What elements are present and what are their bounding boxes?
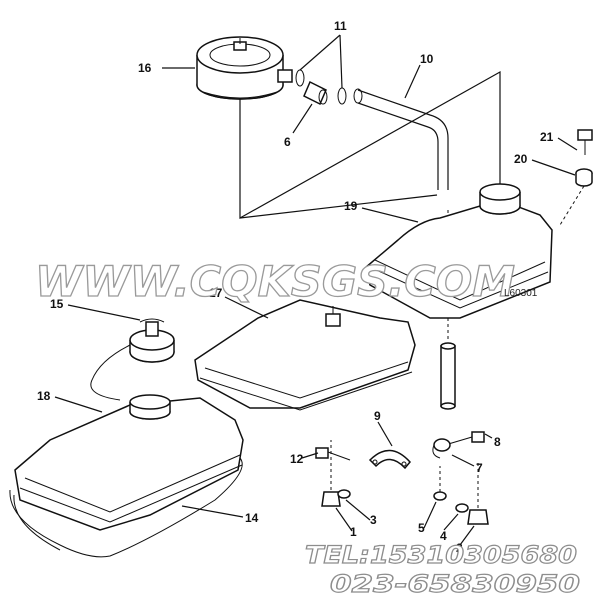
washer-4 [455,503,469,513]
callout-numbers: 16 11 6 10 21 20 19 15 17 18 14 9 12 8 7… [37,19,554,555]
washer-3 [337,489,351,499]
washer-20 [575,168,593,187]
sleeve [303,80,327,106]
tel-number: TEL:15310305680 [305,541,577,569]
callout-14: 14 [245,511,259,525]
callout-3: 3 [370,513,377,527]
callout-2: 2 [456,541,463,555]
callout-4: 4 [440,529,447,543]
callout-17: 17 [209,286,223,300]
callout-21: 21 [540,130,554,144]
nut-2 [467,509,489,525]
bolt-21 [577,129,593,155]
breather-cap [90,318,175,401]
rocker-cover-19 [364,183,553,319]
callout-16: 16 [138,61,152,75]
callout-9: 9 [374,409,381,423]
callout-11: 11 [334,19,347,33]
callout-8: 8 [494,435,501,449]
leader-lines [54,34,578,546]
figure-code: L60301 [504,288,538,299]
o-ring [295,69,305,87]
callout-18: 18 [37,389,51,403]
callout-20: 20 [514,152,528,166]
callout-12: 12 [290,452,304,466]
rocker-cover-17 [194,299,416,411]
screw-12 [315,447,351,461]
watermark-text: WWW.CQKSGS.COM [35,257,515,306]
o-ring [337,87,347,105]
callout-15: 15 [50,297,64,311]
clip-7 [432,438,451,459]
callout-1: 1 [350,525,357,539]
tube [440,342,456,410]
breather-canister [196,36,293,100]
gasket [9,457,243,558]
callout-7: 7 [476,461,483,475]
callout-10: 10 [420,52,434,66]
rocker-cover-18 [14,394,244,531]
washer-5 [433,491,447,501]
callout-19: 19 [344,199,358,213]
screw-8 [444,431,485,446]
clamp-9 [368,449,411,470]
callout-5: 5 [418,521,425,535]
callout-6: 6 [284,135,291,149]
phone-number-2: 023-65830950 [330,570,580,598]
nut-1 [321,491,341,507]
